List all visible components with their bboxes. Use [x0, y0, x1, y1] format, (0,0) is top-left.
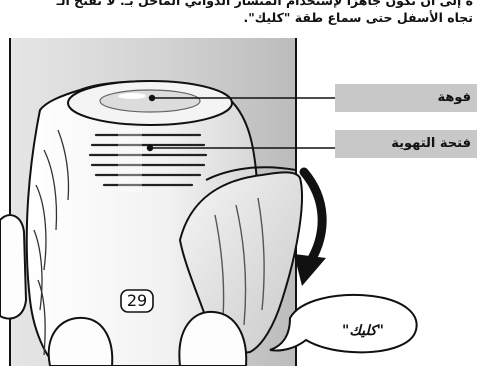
label-vent: فتحة التهوية — [335, 130, 477, 158]
dose-counter-value: 29 — [121, 291, 153, 310]
label-mouthpiece: فوهة — [335, 84, 477, 112]
rotation-arrow — [304, 172, 322, 262]
click-sound-text: "كليك" — [318, 323, 408, 339]
